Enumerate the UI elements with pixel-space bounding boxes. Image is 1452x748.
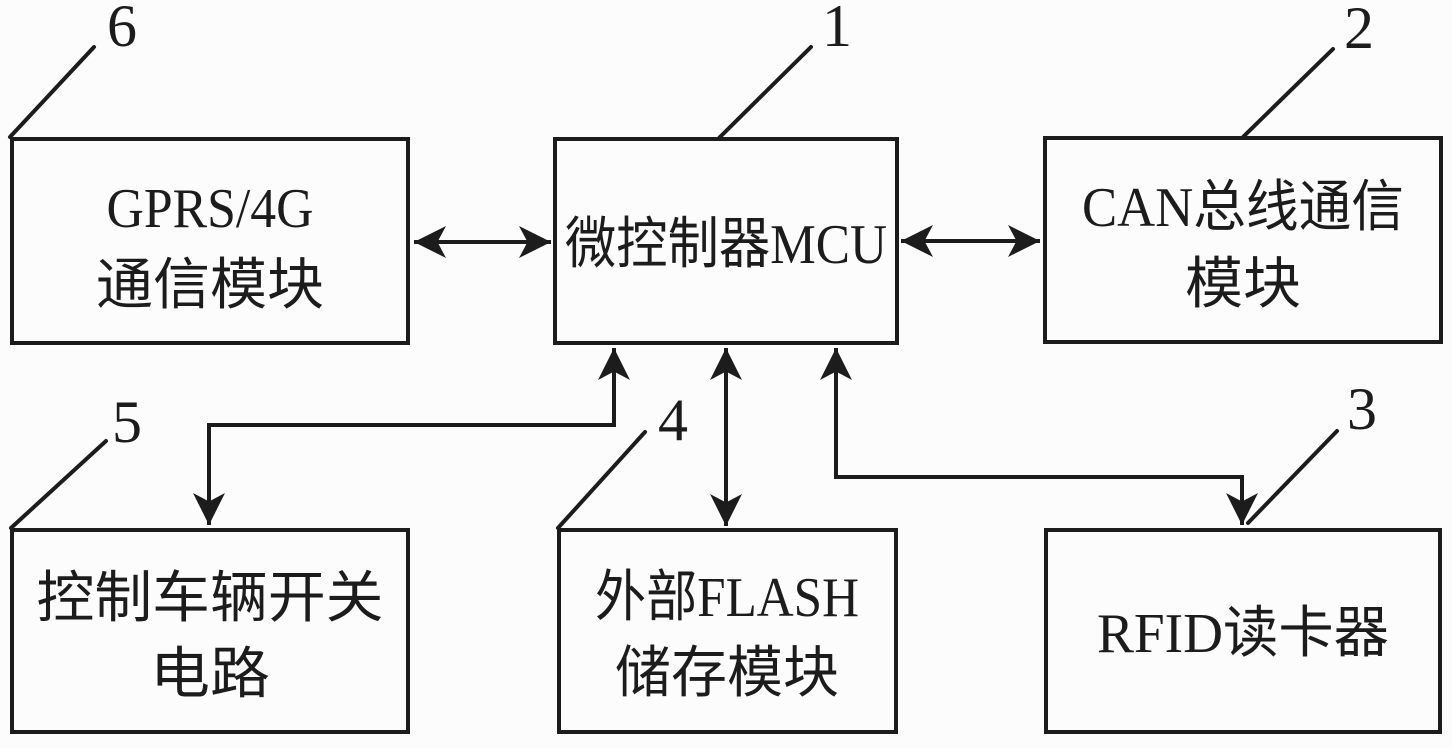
ref-1-leader-line <box>717 45 813 140</box>
ref-2-label: 2 <box>1344 0 1374 61</box>
can-module-label-line1: CAN总线通信 <box>1082 177 1404 239</box>
ref-5-leader-line <box>9 439 108 530</box>
gprs-module-label-line1: GPRS/4G <box>107 178 314 240</box>
ref-4-label: 4 <box>658 387 688 453</box>
flash-storage-box <box>557 528 898 734</box>
mcu-box <box>553 137 899 345</box>
vehicle-switch-circuit-box <box>10 528 410 734</box>
can-module-box <box>1043 136 1443 344</box>
ref-3-leader-line <box>1246 429 1339 525</box>
vehicle-switch-circuit-label-line1: 控制车辆开关 <box>37 568 384 630</box>
arrow-mcu-control <box>193 348 630 525</box>
rfid-reader-label: RFID读卡器 <box>1097 603 1389 665</box>
ref-2-leader-line <box>1241 47 1335 139</box>
ref-4-leader-line <box>556 430 647 530</box>
gprs-module-label-line2: 通信模块 <box>96 255 324 317</box>
can-module-label-line2: 模块 <box>1185 254 1301 316</box>
flash-storage-label-line2: 储存模块 <box>615 643 839 705</box>
ref-1-label: 1 <box>822 0 852 59</box>
mcu-label: 微控制器MCU <box>565 214 887 276</box>
ref-3-label: 3 <box>1347 376 1377 442</box>
ref-6-leader-line <box>8 45 96 139</box>
arrow-mcu-rfid <box>820 348 1258 525</box>
flash-storage-label-line1: 外部FLASH <box>595 567 859 629</box>
ref-5-label: 5 <box>112 389 142 455</box>
ref-6-label: 6 <box>107 0 137 59</box>
rfid-reader-box <box>1044 528 1442 734</box>
gprs-module-box <box>10 137 410 345</box>
vehicle-switch-circuit-label-line2: 电路 <box>150 644 270 706</box>
